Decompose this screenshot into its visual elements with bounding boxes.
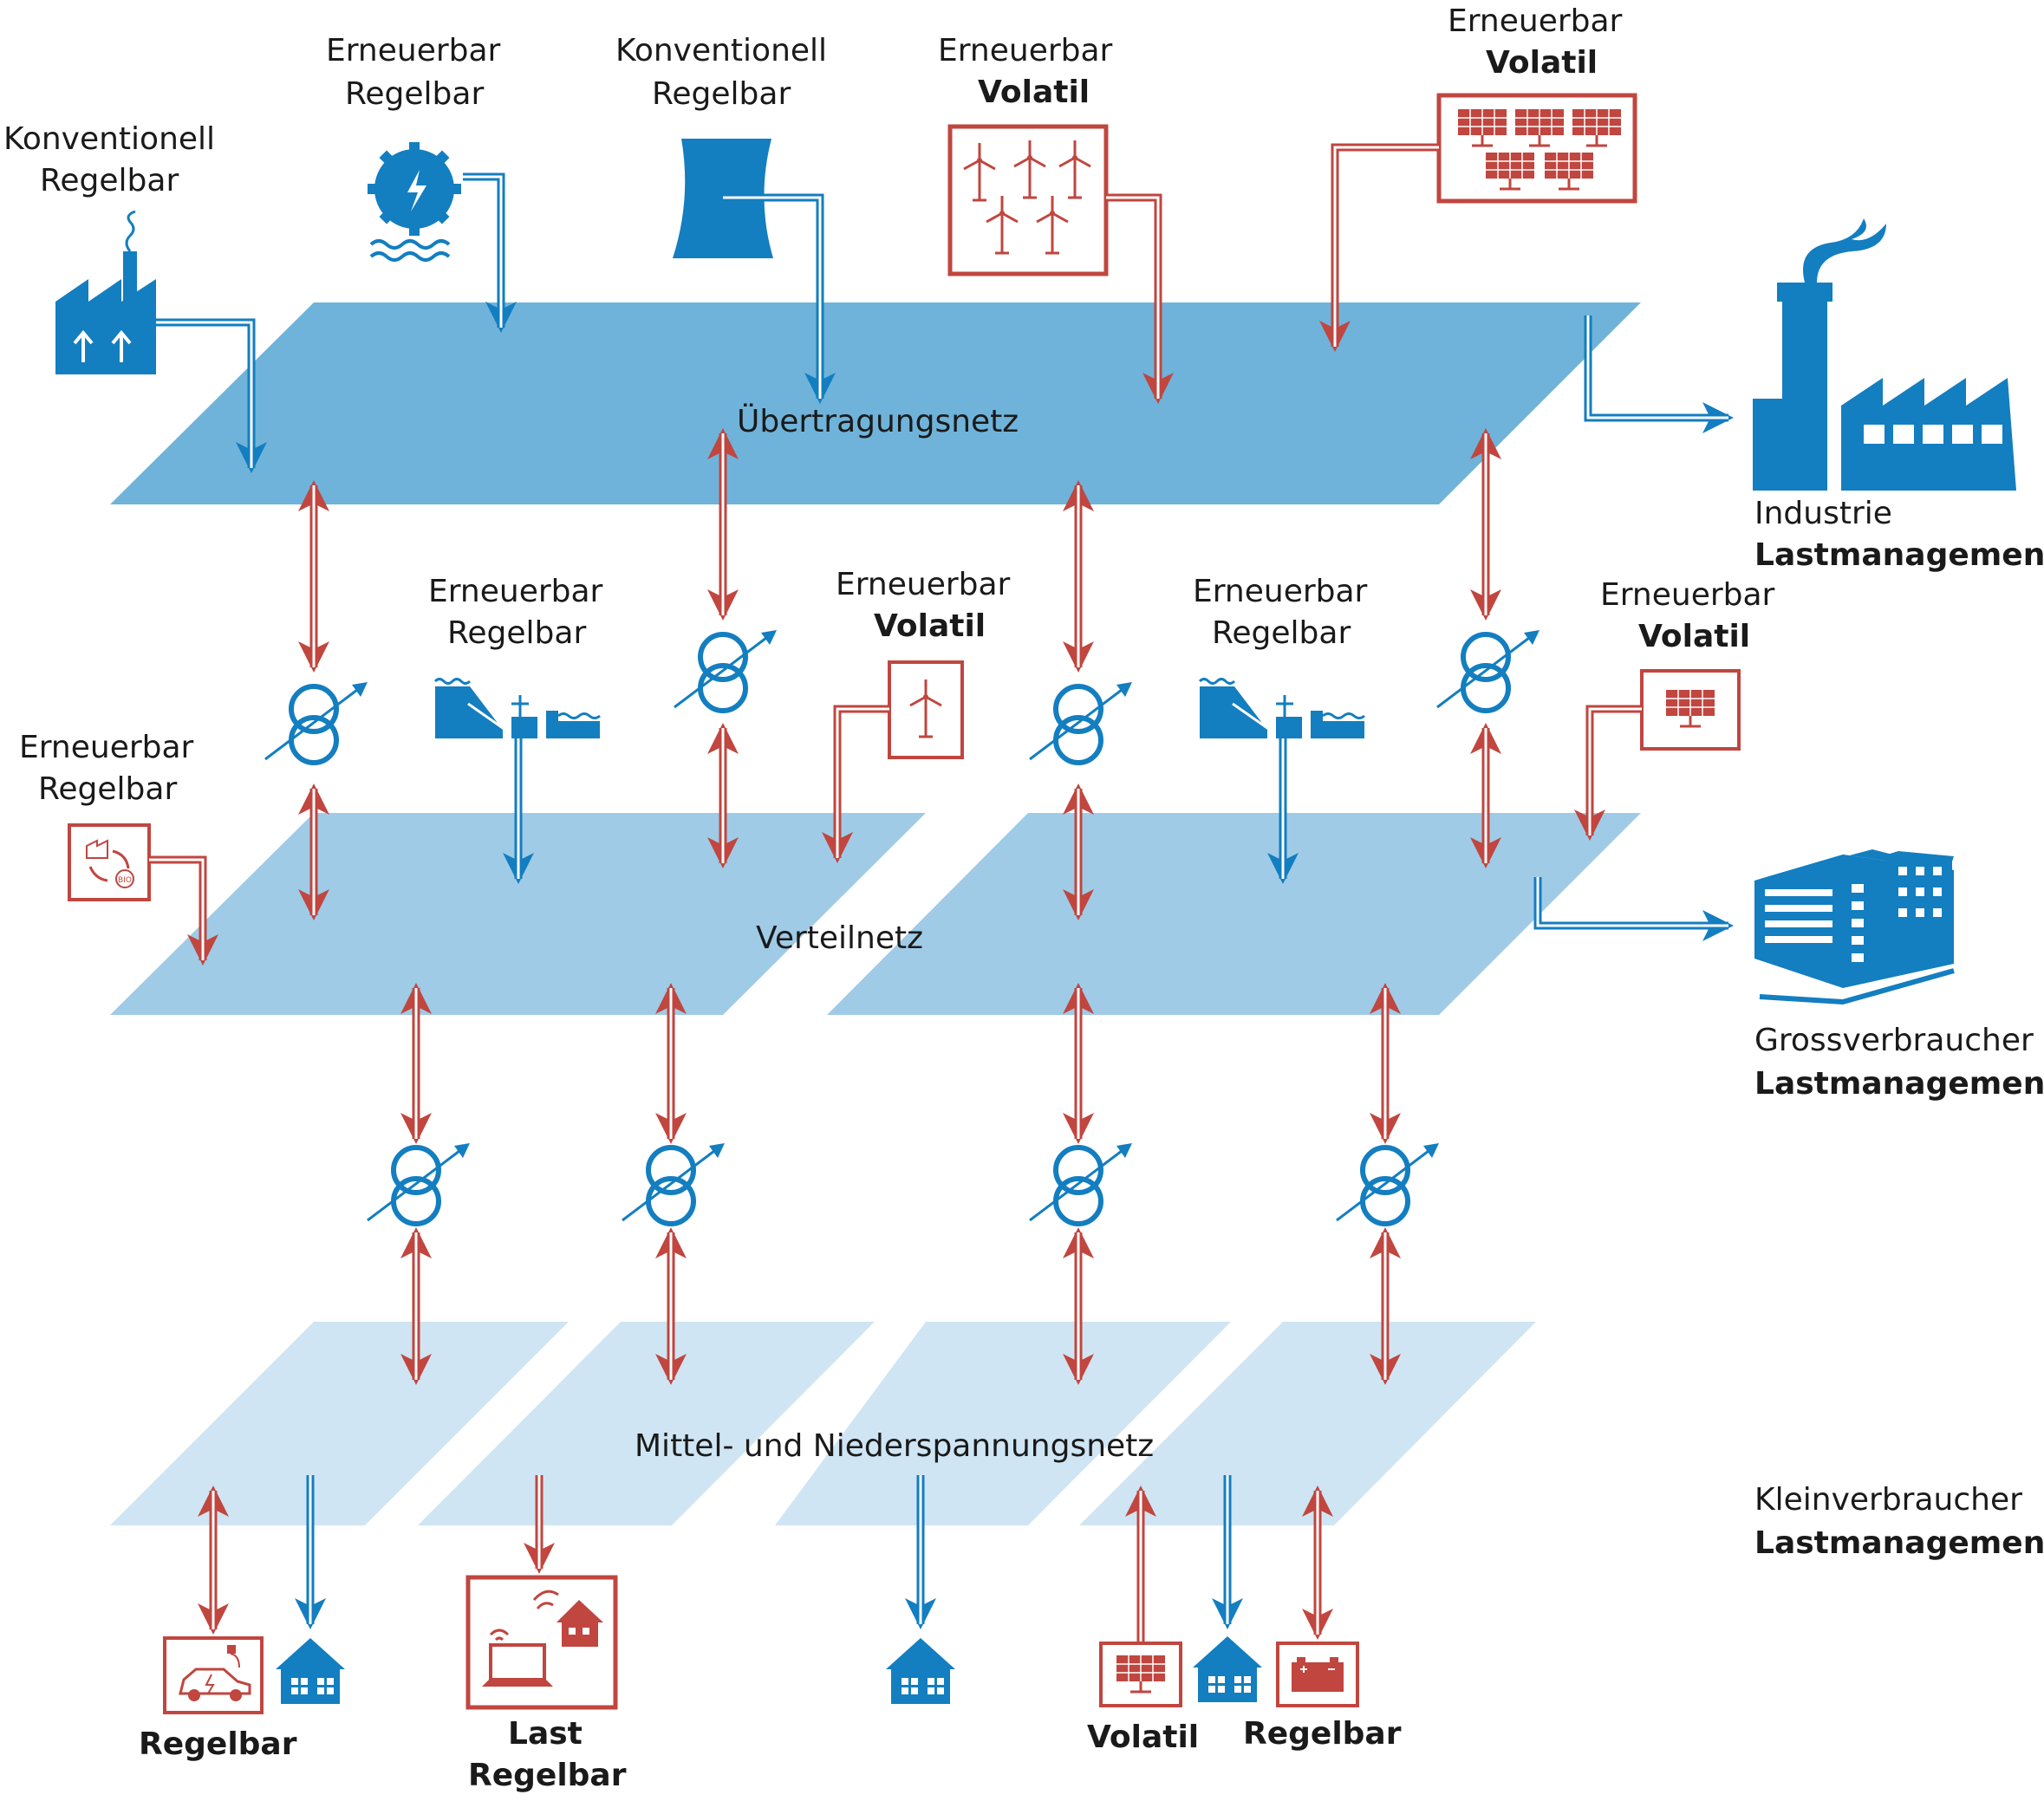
battery-label: Regelbar	[1243, 1716, 1402, 1752]
smart-home-icon	[465, 1575, 618, 1710]
hydro-dam-icon	[1198, 678, 1366, 740]
large-consumer-mode: Lastmanagement	[1754, 1066, 2044, 1102]
wind-single-type: Erneuerbar	[836, 567, 1011, 602]
dam-left-mode: Regelbar	[447, 615, 586, 651]
cooling-tower-mode: Regelbar	[652, 76, 791, 112]
office-building-icon	[1754, 849, 1955, 1005]
dam-left-type: Erneuerbar	[428, 574, 603, 609]
wind-turbine-icon	[888, 660, 964, 759]
coal-plant-type: Konventionell	[3, 121, 215, 157]
house-icon	[1188, 1631, 1267, 1704]
transmission-grid-label: Übertragungsnetz	[737, 403, 1019, 439]
biomass-mode: Regelbar	[38, 771, 177, 807]
coal-plant-mode: Regelbar	[40, 163, 179, 198]
industrial-plant-icon	[1753, 218, 2016, 491]
hydro-dam-icon	[433, 678, 602, 740]
top-feed-arrows	[156, 143, 1734, 473]
house-icon	[270, 1633, 350, 1706]
small-consumer-label: Kleinverbraucher	[1754, 1482, 2022, 1518]
battery-icon	[1276, 1642, 1359, 1707]
dam-right-mode: Regelbar	[1212, 615, 1351, 651]
svg-text:BIO: BIO	[118, 876, 132, 885]
solar-panel-icon	[1640, 669, 1741, 751]
solar-single-type: Erneuerbar	[1600, 577, 1775, 613]
biomass-icon: BIO	[68, 823, 151, 901]
bottom-links	[198, 1475, 1333, 1643]
solar-farm-mode: Volatil	[1486, 45, 1598, 81]
low-voltage-grid-label: Mittel- und Niederspannungsnetz	[635, 1428, 1154, 1464]
hydro-wheel-mode: Regelbar	[345, 76, 484, 112]
wind-farm-mode: Volatil	[978, 75, 1090, 110]
transmission-grid-plane	[110, 302, 1641, 504]
ev-mode-label: Regelbar	[139, 1726, 297, 1762]
small-consumer-mode: Lastmanagement	[1754, 1525, 2044, 1561]
solar-panel-icon	[1436, 93, 1637, 204]
biomass-type: Erneuerbar	[19, 730, 194, 765]
large-consumer-label: Grossverbraucher	[1754, 1023, 2034, 1058]
solar-panel-icon	[1099, 1642, 1182, 1707]
cooling-tower-type: Konventionell	[615, 33, 827, 68]
factory-icon	[55, 210, 156, 374]
low-voltage-grid-planes	[110, 1322, 1536, 1525]
wind-turbine-icon	[947, 124, 1109, 276]
hydro-wheel-type: Erneuerbar	[326, 33, 501, 68]
distribution-lowvoltage-links	[400, 983, 1401, 1385]
distribution-feed-arrows	[149, 705, 1734, 966]
house-icon	[881, 1633, 960, 1706]
wind-single-mode: Volatil	[874, 608, 986, 644]
smart-home-label-1: Last	[508, 1716, 583, 1752]
solar-farm-type: Erneuerbar	[1448, 3, 1623, 39]
transformer-icon	[368, 1143, 1439, 1224]
industry-mode: Lastmanagement	[1754, 537, 2044, 573]
smart-home-label-2: Regelbar	[468, 1758, 627, 1793]
dam-right-type: Erneuerbar	[1193, 574, 1368, 609]
wind-farm-type: Erneuerbar	[938, 33, 1113, 68]
industry-label: Industrie	[1754, 496, 1892, 531]
water-wheel-icon	[368, 142, 461, 262]
pv-home-label: Volatil	[1087, 1720, 1199, 1755]
electric-car-icon	[163, 1636, 264, 1714]
transmission-distribution-links	[298, 428, 1501, 920]
solar-single-mode: Volatil	[1638, 619, 1750, 654]
distribution-grid-label: Verteilnetz	[756, 920, 923, 956]
distribution-grid-planes	[110, 813, 1641, 1015]
